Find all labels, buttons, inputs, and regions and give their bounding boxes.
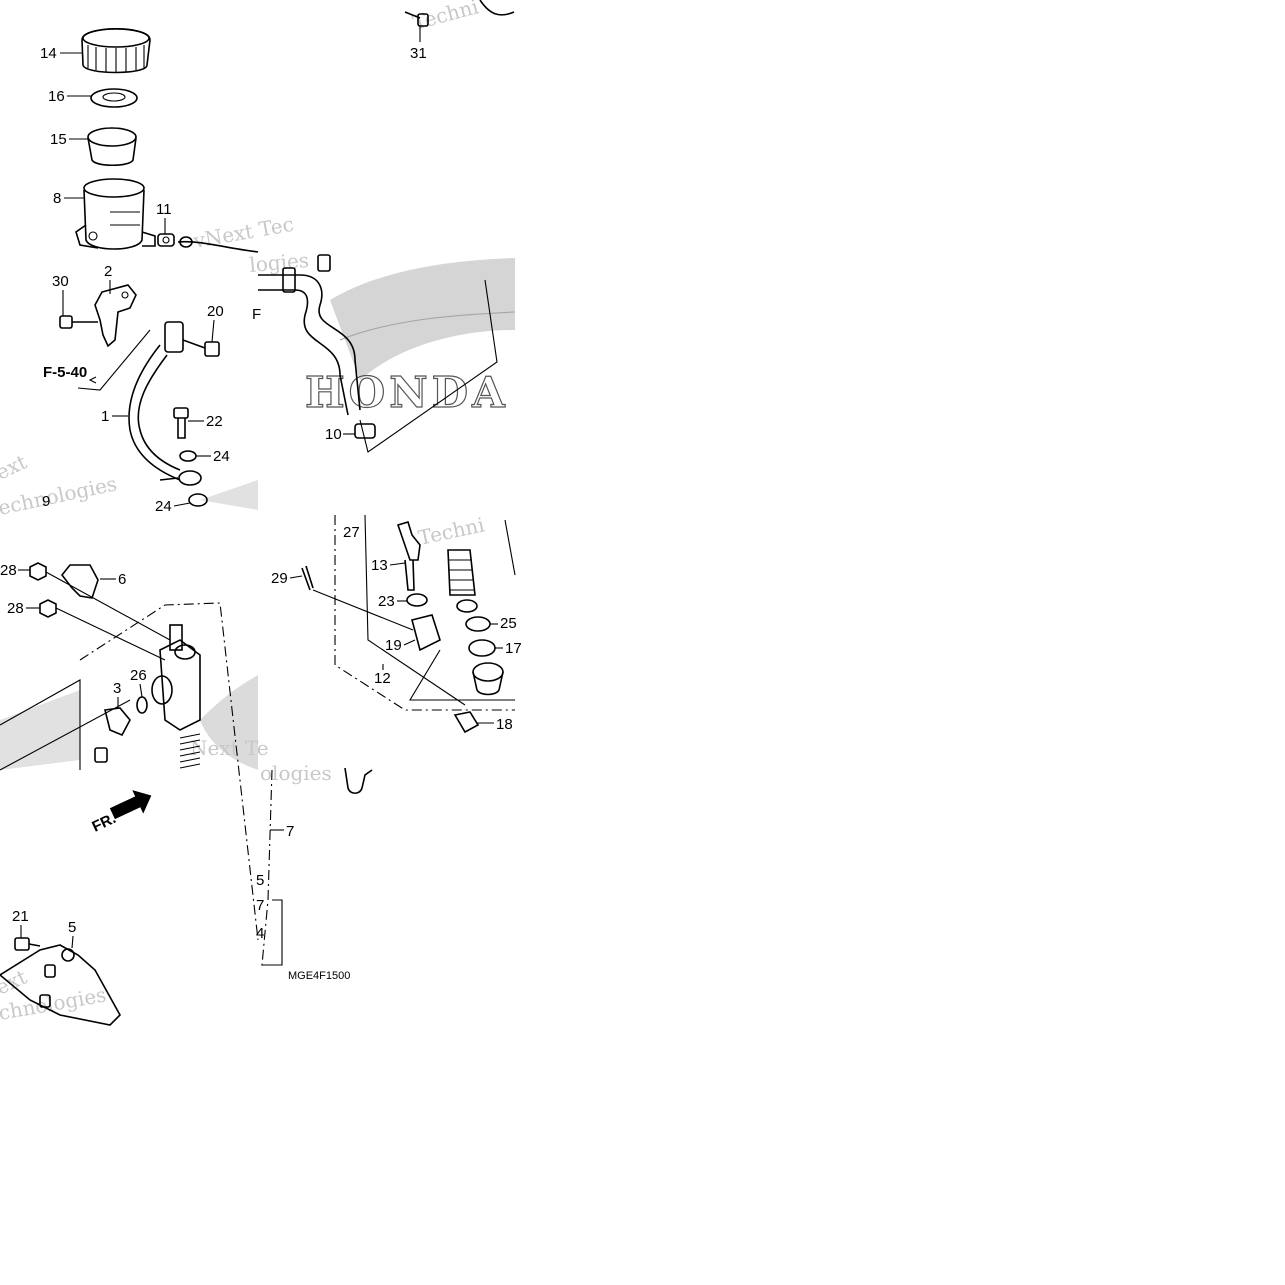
- callout-24b: 24: [155, 498, 172, 515]
- callout-28b: 28: [7, 600, 24, 617]
- callout-24: 24: [213, 448, 230, 465]
- spring: [179, 733, 201, 769]
- bolt-20: [182, 339, 220, 357]
- callout-1: 1: [101, 408, 109, 425]
- callout-31: 31: [410, 45, 427, 62]
- callout-14: 14: [40, 45, 57, 62]
- honda-brand-text: HONDA: [305, 368, 509, 417]
- callout-12: 12: [374, 670, 391, 687]
- joint-3: [104, 707, 131, 737]
- callout-16: 16: [48, 88, 65, 105]
- reservoir-cap: [81, 27, 151, 74]
- hose-clip-11: [157, 233, 175, 247]
- callout-labels: 14 16 15 8 11 31 30 2 20 F F-5-40 1 22 2…: [0, 26, 522, 949]
- master-cylinder: [151, 624, 201, 731]
- callout-15: 15: [50, 131, 67, 148]
- callout-8: 8: [53, 190, 61, 207]
- callout-F: F: [252, 306, 261, 323]
- brake-hose-1: [128, 321, 184, 481]
- reference-label: F-5-40: [43, 364, 87, 381]
- cotter-pin-29: [301, 565, 314, 591]
- push-rod-assembly: [396, 521, 441, 652]
- reservoir-diaphragm: [87, 127, 137, 167]
- reference-box-line: [359, 279, 498, 453]
- watermark-text: Next Te: [190, 736, 269, 760]
- callout-13: 13: [371, 557, 388, 574]
- reference-line: [77, 329, 151, 391]
- reservoir-plate: [90, 88, 138, 108]
- hose-clip-10: [354, 423, 376, 439]
- callout-6: 6: [118, 571, 126, 588]
- sealing-washer-24: [188, 493, 208, 507]
- watermark-text: ologies: [260, 761, 332, 785]
- reservoir-tank: [75, 178, 156, 250]
- oring-17: [468, 639, 496, 657]
- piston-cup: [472, 662, 504, 696]
- assembly-outline: [79, 602, 259, 941]
- callout-22: 22: [206, 413, 223, 430]
- oring-26: [136, 696, 148, 714]
- bolt-lower: [94, 747, 108, 763]
- sealing-washer-24: [179, 450, 197, 462]
- callout-10: 10: [325, 426, 342, 443]
- front-direction-arrow: [109, 790, 152, 820]
- callout-5-edge: 5: [256, 872, 264, 889]
- clip-18: [453, 711, 480, 734]
- bolt-21: [14, 937, 41, 951]
- assembly-outline: [334, 515, 515, 711]
- callout-25: 25: [500, 615, 517, 632]
- callout-30: 30: [52, 273, 69, 290]
- callout-7: 7: [286, 823, 294, 840]
- snap-ring-25: [465, 616, 491, 632]
- callout-26: 26: [130, 667, 147, 684]
- watermark-text: Techni: [416, 512, 487, 549]
- callout-4-edge: 4: [256, 925, 264, 942]
- watermark-text: logies: [248, 248, 310, 277]
- watermark-text: vNext Tec: [191, 212, 296, 253]
- callout-28: 28: [0, 562, 17, 579]
- callout-3: 3: [113, 680, 121, 697]
- callout-21: 21: [12, 908, 29, 925]
- callout-20: 20: [207, 303, 224, 320]
- callout-27: 27: [343, 524, 360, 541]
- banjo-bolt-22: [173, 407, 189, 439]
- bolt-31: [404, 0, 515, 27]
- nut-28: [39, 599, 57, 618]
- banjo-fitting: [159, 470, 202, 486]
- bracket-2: [94, 284, 137, 348]
- callout-23: 23: [378, 593, 395, 610]
- assembly-outline: [0, 679, 131, 771]
- callout-5: 5: [68, 919, 76, 936]
- watermark-text: Techni: [410, 0, 481, 35]
- watermark-text: ext: [0, 450, 30, 485]
- assembly-outline: [258, 769, 273, 966]
- diagram-code: MGE4F1500: [288, 970, 350, 982]
- callout-17: 17: [505, 640, 522, 657]
- callout-18: 18: [496, 716, 513, 733]
- bracket-6: [60, 564, 99, 599]
- watermark-layer: Techni vNext Tec echnologies ext chnolog…: [0, 0, 487, 1025]
- watermark-text: echnologies: [0, 471, 119, 520]
- boot: [447, 549, 476, 596]
- watermark-text: ext: [0, 965, 30, 1000]
- washer: [456, 599, 478, 613]
- bracket-5: [0, 944, 121, 1026]
- bolt-30: [59, 315, 98, 329]
- reservoir-hose: [258, 254, 361, 416]
- nut-28: [29, 562, 47, 581]
- reservoir-hose-short: [177, 240, 259, 253]
- honda-wing-emblem: [0, 258, 516, 770]
- callout-9: 9: [42, 493, 50, 510]
- callout-29: 29: [271, 570, 288, 587]
- callout-2: 2: [104, 263, 112, 280]
- callout-11: 11: [156, 201, 172, 218]
- callout-7-edge: 7: [256, 897, 264, 914]
- callout-19: 19: [385, 637, 402, 654]
